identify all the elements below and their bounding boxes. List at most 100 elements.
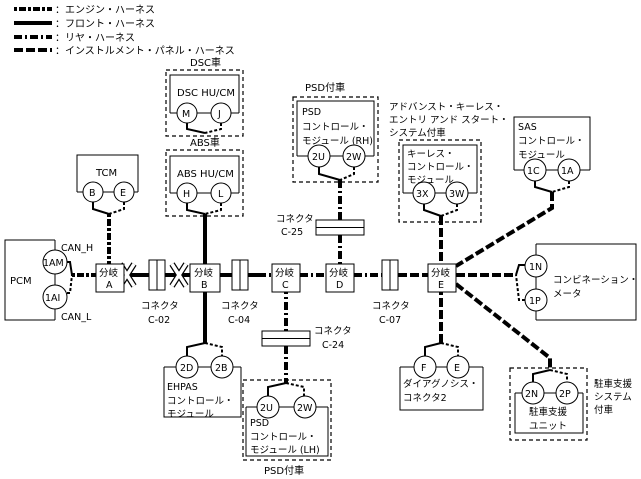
svg-text:コンビネーション・: コンビネーション・ xyxy=(553,275,638,286)
svg-text:キーレス・: キーレス・ xyxy=(407,149,455,160)
svg-text:EHPAS: EHPAS xyxy=(167,382,198,393)
svg-text:2W: 2W xyxy=(346,152,362,163)
legend-rear-label: ：リヤ・ハーネス xyxy=(55,32,135,44)
connector-c02: コネクタ C-02 xyxy=(117,259,189,326)
pcm-pin-1ai xyxy=(42,284,68,310)
junction-b: 分岐 B xyxy=(189,263,221,293)
keyless-module: アドバンスト・キーレス・ エントリ アンド スタート・ システム付車 キーレス・… xyxy=(389,102,509,264)
tcm-module: TCM B E xyxy=(76,154,139,264)
svg-text:コントロール・: コントロール・ xyxy=(518,136,585,147)
svg-text:C-02: C-02 xyxy=(148,315,170,326)
svg-text:分岐: 分岐 xyxy=(275,267,295,279)
junction-e: 分岐 E xyxy=(427,263,457,293)
svg-text:分岐: 分岐 xyxy=(431,267,451,279)
dsc-module: DSC車 DSC HU/CM M J xyxy=(165,56,244,137)
legend-front-label: ：フロント・ハーネス xyxy=(55,18,155,30)
svg-text:M: M xyxy=(182,109,190,120)
svg-text:L: L xyxy=(218,189,224,200)
svg-text:PSD付車: PSD付車 xyxy=(305,81,345,94)
svg-text:コネクタ2: コネクタ2 xyxy=(403,393,447,404)
legend-instrument-label: ：インストルメント・パネル・ハーネス xyxy=(55,45,235,57)
svg-text:モジュール: モジュール xyxy=(167,409,214,420)
legend: ：エンジン・ハーネス ：フロント・ハーネス ：リヤ・ハーネス ：インストルメント… xyxy=(14,4,235,57)
svg-text:ダイアグノシス・: ダイアグノシス・ xyxy=(403,378,478,390)
svg-text:B: B xyxy=(201,280,208,291)
svg-text:TCM: TCM xyxy=(95,168,117,179)
ehpas-module: 2D 2B EHPAS コントロール・ モジュール xyxy=(163,286,242,420)
psd-lh-module: 2U 2W PSD コントロール・ モジュール (LH) PSD付車 xyxy=(242,379,332,477)
pcm-module: PCM 1AM 1AI CAN_H CAN_L xyxy=(4,239,93,323)
svg-text:コントロール・: コントロール・ xyxy=(302,122,369,133)
svg-text:A: A xyxy=(106,280,113,291)
svg-text:3W: 3W xyxy=(449,189,465,200)
pcm-label: PCM xyxy=(10,276,32,287)
svg-text:1AI: 1AI xyxy=(45,293,60,304)
svg-text:分岐: 分岐 xyxy=(99,267,119,279)
svg-text:駐車支援: 駐車支援 xyxy=(594,378,633,390)
junction-d: 分岐 D xyxy=(325,263,355,293)
svg-text:SAS: SAS xyxy=(518,122,537,133)
svg-text:コネクタ: コネクタ xyxy=(372,301,410,312)
svg-text:コネクタ: コネクタ xyxy=(221,301,259,312)
connector-c24: コネクタ C-24 xyxy=(261,286,352,383)
svg-text:エントリ アンド スタート・: エントリ アンド スタート・ xyxy=(389,115,509,126)
can-h-label: CAN_H xyxy=(61,243,93,254)
combination-meter: 1N 1P コンビネーション・ メータ xyxy=(515,243,638,321)
svg-text:C-24: C-24 xyxy=(322,340,344,351)
junction-c: 分岐 C xyxy=(271,263,301,293)
svg-text:DSC HU/CM: DSC HU/CM xyxy=(177,88,235,99)
wire-to-parking xyxy=(454,282,552,370)
svg-text:E: E xyxy=(438,280,444,291)
svg-text:C-25: C-25 xyxy=(281,227,303,238)
svg-text:C: C xyxy=(282,280,289,291)
svg-text:E: E xyxy=(120,188,126,199)
can-l-label: CAN_L xyxy=(61,312,92,323)
svg-text:モジュール: モジュール xyxy=(407,175,454,186)
svg-text:C-04: C-04 xyxy=(228,315,250,326)
svg-text:モジュール (LH): モジュール (LH) xyxy=(250,445,320,456)
svg-text:PSD: PSD xyxy=(302,107,321,118)
svg-text:1N: 1N xyxy=(529,262,542,273)
connector-c25: コネクタ C-25 xyxy=(276,214,365,264)
svg-text:1P: 1P xyxy=(529,296,541,307)
svg-text:2W: 2W xyxy=(297,403,313,414)
svg-text:分岐: 分岐 xyxy=(194,267,214,279)
svg-text:B: B xyxy=(89,188,96,199)
svg-text:2P: 2P xyxy=(559,389,571,400)
svg-text:C-07: C-07 xyxy=(379,315,401,326)
svg-text:J: J xyxy=(217,109,221,120)
cross-mark-right xyxy=(169,262,189,288)
svg-text:分岐: 分岐 xyxy=(329,267,349,279)
junction-a: 分岐 A xyxy=(95,263,125,293)
svg-text:コネクタ: コネクタ xyxy=(276,214,314,225)
svg-text:1C: 1C xyxy=(527,166,540,177)
svg-text:ユニット: ユニット xyxy=(529,421,567,432)
svg-text:付車: 付車 xyxy=(594,404,614,416)
legend-engine-label: ：エンジン・ハーネス xyxy=(55,4,155,16)
svg-text:ABS HU/CM: ABS HU/CM xyxy=(177,169,234,180)
svg-text:D: D xyxy=(336,280,343,291)
connector-c04: コネクタ C-04 xyxy=(221,259,259,326)
svg-text:モジュール (RH): モジュール (RH) xyxy=(302,136,373,147)
svg-text:2U: 2U xyxy=(312,152,325,163)
diag-connector: F E ダイアグノシス・ コネクタ2 xyxy=(399,286,484,411)
svg-text:コネクタ: コネクタ xyxy=(314,326,352,337)
svg-text:2N: 2N xyxy=(525,389,538,400)
svg-text:コントロール・: コントロール・ xyxy=(407,162,474,173)
svg-text:モジュール: モジュール xyxy=(518,150,565,161)
svg-text:E: E xyxy=(454,363,460,374)
connector-c07: コネクタ C-07 xyxy=(372,259,410,326)
svg-text:1AM: 1AM xyxy=(43,258,64,269)
svg-text:アドバンスト・キーレス・: アドバンスト・キーレス・ xyxy=(389,102,503,113)
svg-text:PSD: PSD xyxy=(250,418,269,429)
abs-module: ABS車 ABS HU/CM H L xyxy=(165,136,244,264)
svg-text:ABS車: ABS車 xyxy=(190,136,220,149)
svg-text:コントロール・: コントロール・ xyxy=(167,396,234,407)
svg-text:システム: システム xyxy=(594,392,632,403)
svg-text:コネクタ: コネクタ xyxy=(141,301,179,312)
svg-text:DSC車: DSC車 xyxy=(190,56,221,69)
svg-text:F: F xyxy=(421,363,426,374)
svg-text:H: H xyxy=(183,189,190,200)
svg-text:3X: 3X xyxy=(416,189,429,200)
